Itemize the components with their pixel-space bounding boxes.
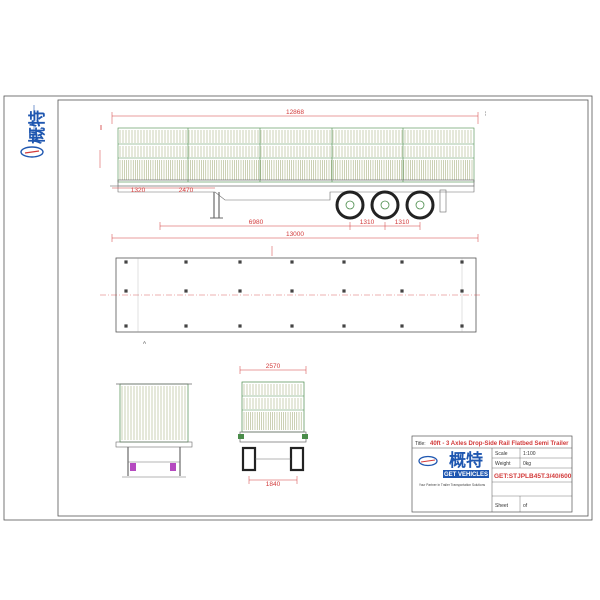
stake-pocket (460, 260, 464, 264)
slogan: Your Partner in Trailer Transportation S… (419, 483, 486, 487)
dim-overall-length-bottom: 13000 (286, 231, 304, 238)
dim-front-overhang: 1320 (131, 187, 146, 194)
rear-light-left (238, 434, 244, 439)
stake-pocket (184, 260, 188, 264)
title-logo-cn: 概特 (449, 450, 483, 471)
stake-pocket (238, 260, 242, 264)
title-text: 40ft - 3 Axles Drop-Side Rail Flatbed Se… (430, 441, 569, 447)
stake-pocket (238, 289, 242, 293)
drawing-code: GET:STJPLB45T.3/40/600 (494, 473, 572, 480)
sheet-label: Sheet (495, 503, 509, 509)
field1-value: 1:100 (523, 451, 536, 457)
stake-pocket (184, 289, 188, 293)
stake-pocket (342, 289, 346, 293)
stake-pocket (400, 324, 404, 328)
stake-pocket (124, 289, 128, 293)
rear-panel-slats (243, 384, 302, 430)
gooseneck-frame (117, 186, 475, 201)
rear-view: 2570 1840 (238, 363, 308, 488)
rear-tire-right (289, 446, 305, 472)
brand-bar (443, 470, 489, 478)
stake-pocket (290, 260, 294, 264)
mud-flap (439, 189, 447, 213)
rear-bumper (239, 431, 307, 443)
stake-pocket (124, 324, 128, 328)
front-panel-slats (121, 386, 186, 440)
side-rail-slats (119, 130, 473, 180)
field2-value: 0kg (523, 461, 531, 467)
side-logo-text: 概特 (27, 110, 48, 144)
title-logo-swoosh-icon (420, 459, 436, 463)
wheel-3 (405, 190, 435, 220)
stake-pockets (124, 260, 464, 328)
field2-label: Weight (495, 461, 511, 467)
front-view (115, 383, 193, 478)
wheel-2 (370, 190, 400, 220)
dim-rear-width: 2570 (266, 363, 281, 370)
dim-axle-spacing-2: 1310 (395, 219, 410, 226)
stake-pocket (342, 324, 346, 328)
stake-pocket (400, 289, 404, 293)
front-light-right (170, 463, 176, 471)
stake-pocket (238, 324, 242, 328)
title-label: Title: (415, 441, 426, 447)
front-panel (119, 383, 189, 443)
stake-pocket (290, 324, 294, 328)
stake-pocket (342, 260, 346, 264)
side-logo: 概特 (20, 105, 48, 158)
wheels (335, 190, 435, 220)
wheel-1 (335, 190, 365, 220)
stake-pocket (184, 324, 188, 328)
stake-pocket (290, 289, 294, 293)
rear-tire-left (241, 446, 257, 472)
stake-pocket (460, 289, 464, 293)
dim-kingpin-to-leg: 2470 (179, 187, 194, 194)
dim-overall-length-top: 12868 (286, 109, 304, 116)
stake-pocket (124, 260, 128, 264)
stake-pocket (400, 260, 404, 264)
front-light-left (130, 463, 136, 471)
sheet-of: of (523, 503, 528, 509)
chassis-beam (117, 179, 475, 187)
stake-pocket (460, 324, 464, 328)
dim-kingpin-to-axle: 6980 (249, 219, 264, 226)
top-view: A (100, 246, 480, 345)
title-block: Title: 40ft - 3 Axles Drop-Side Rail Fla… (411, 435, 573, 513)
dim-wheel-track: 1840 (266, 481, 281, 488)
rear-light-right (302, 434, 308, 439)
side-rail-panels (117, 127, 475, 183)
outer-border (3, 95, 593, 521)
dim-axle-spacing-1: 1310 (360, 219, 375, 226)
field1-label: Scale (495, 451, 508, 457)
inner-border (57, 99, 589, 517)
side-view-mark-top: ╎ (484, 110, 487, 116)
top-view-mark: A (143, 340, 146, 345)
side-view: 12868 ╎ (99, 109, 487, 242)
side-logo-swoosh-icon (24, 150, 40, 154)
brand-name: GET VEHICLES (444, 472, 488, 478)
